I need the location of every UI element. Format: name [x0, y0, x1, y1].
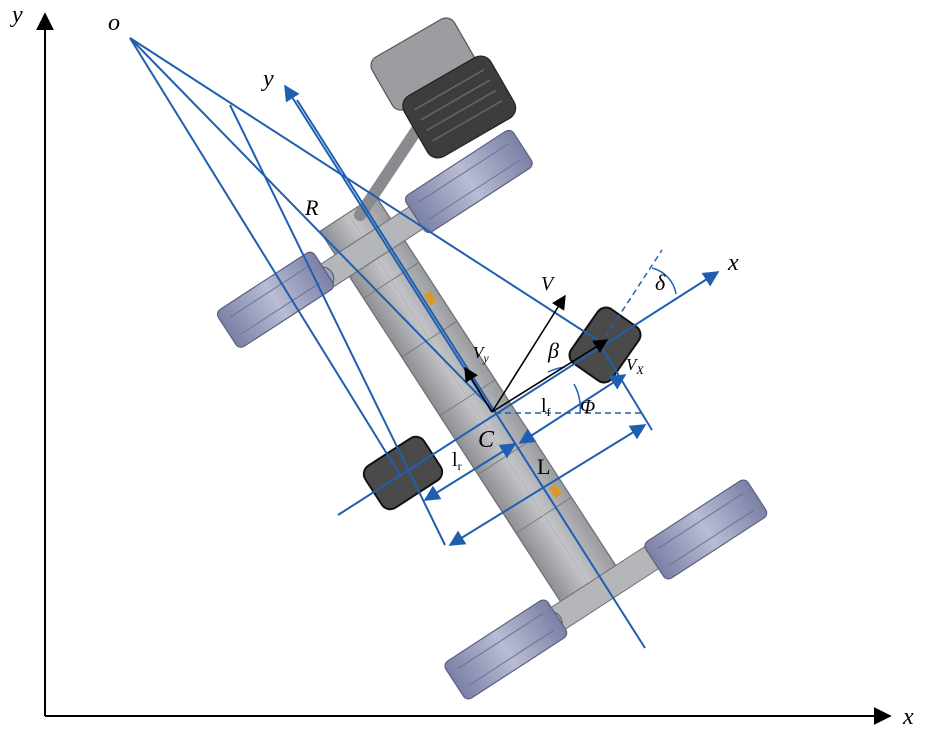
velocity-vectors	[464, 294, 609, 413]
phi-label: Φ	[580, 396, 595, 418]
vy-label: Vy	[473, 343, 489, 365]
lf-label: lf	[541, 395, 551, 419]
radius-line-rear	[129, 37, 401, 476]
velocity-vector-vy	[464, 366, 493, 413]
local-y-axis	[284, 84, 493, 413]
vehicle-drawing	[216, 17, 768, 700]
global-y-label: y	[10, 2, 23, 28]
track-unit-front-left	[216, 251, 334, 348]
phi-arc	[573, 383, 581, 414]
velocity-vector-vx	[491, 339, 609, 413]
labels: o y x R V Vy VX β δ Φ lf lr C L	[108, 10, 739, 479]
local-x-label: x	[727, 250, 739, 276]
radius-label: R	[304, 195, 319, 220]
lr-label: lr	[452, 449, 462, 473]
track-unit-rear-left	[444, 599, 568, 700]
track-unit-rear-right	[644, 479, 768, 580]
beta-label: β	[547, 338, 559, 363]
seat	[370, 17, 517, 159]
wheelbase-label: L	[537, 454, 550, 479]
delta-label: δ	[655, 270, 666, 295]
global-x-label: x	[902, 704, 914, 730]
dim-L	[448, 424, 647, 546]
local-y-label: y	[261, 66, 274, 92]
dim-tick-front	[601, 347, 653, 431]
delta-arc	[651, 267, 677, 295]
velocity-label: V	[541, 273, 556, 295]
track-unit-front-right	[404, 129, 533, 234]
steer-direction-dashed	[599, 249, 663, 346]
radius-line-front	[129, 37, 606, 346]
rear-axle-line	[229, 104, 446, 546]
velocity-vector-v	[491, 294, 566, 413]
center-label: C	[478, 427, 495, 453]
global-axes: y x	[10, 2, 914, 730]
vx-label: VX	[626, 355, 644, 377]
origin-label: o	[108, 10, 120, 36]
radius-line-center	[129, 37, 496, 413]
